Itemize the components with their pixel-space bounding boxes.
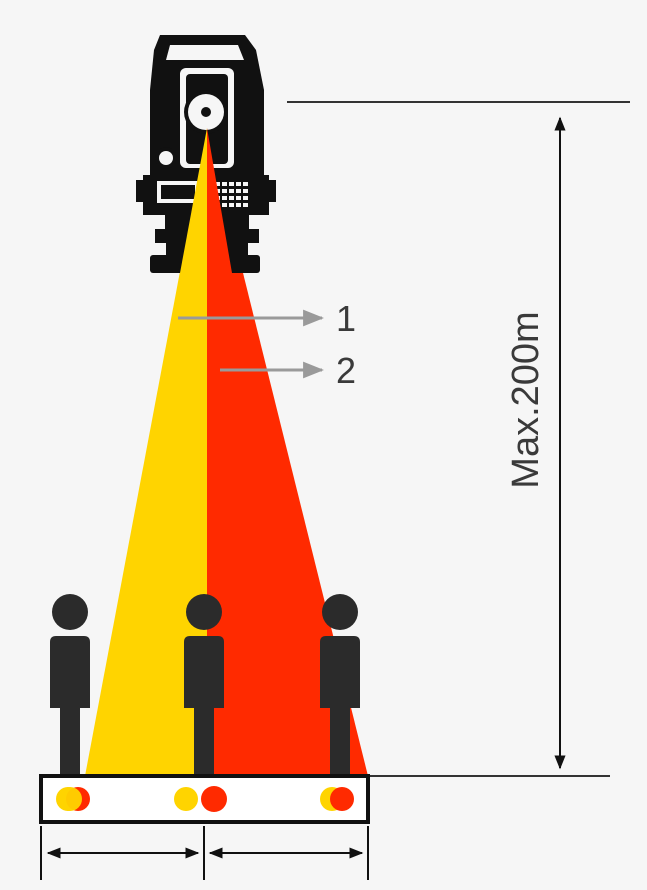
person-icon — [320, 594, 360, 778]
beam-1-yellow — [85, 128, 207, 776]
callout-2-label: 2 — [336, 350, 356, 391]
person-icon — [184, 594, 224, 778]
callout-1-label: 1 — [336, 298, 356, 339]
beam-2-tip — [207, 128, 232, 273]
person-icon — [50, 594, 90, 778]
range-label: Max.200m — [505, 311, 547, 488]
beam-spots — [56, 786, 354, 812]
beam-1-tip — [180, 128, 207, 273]
